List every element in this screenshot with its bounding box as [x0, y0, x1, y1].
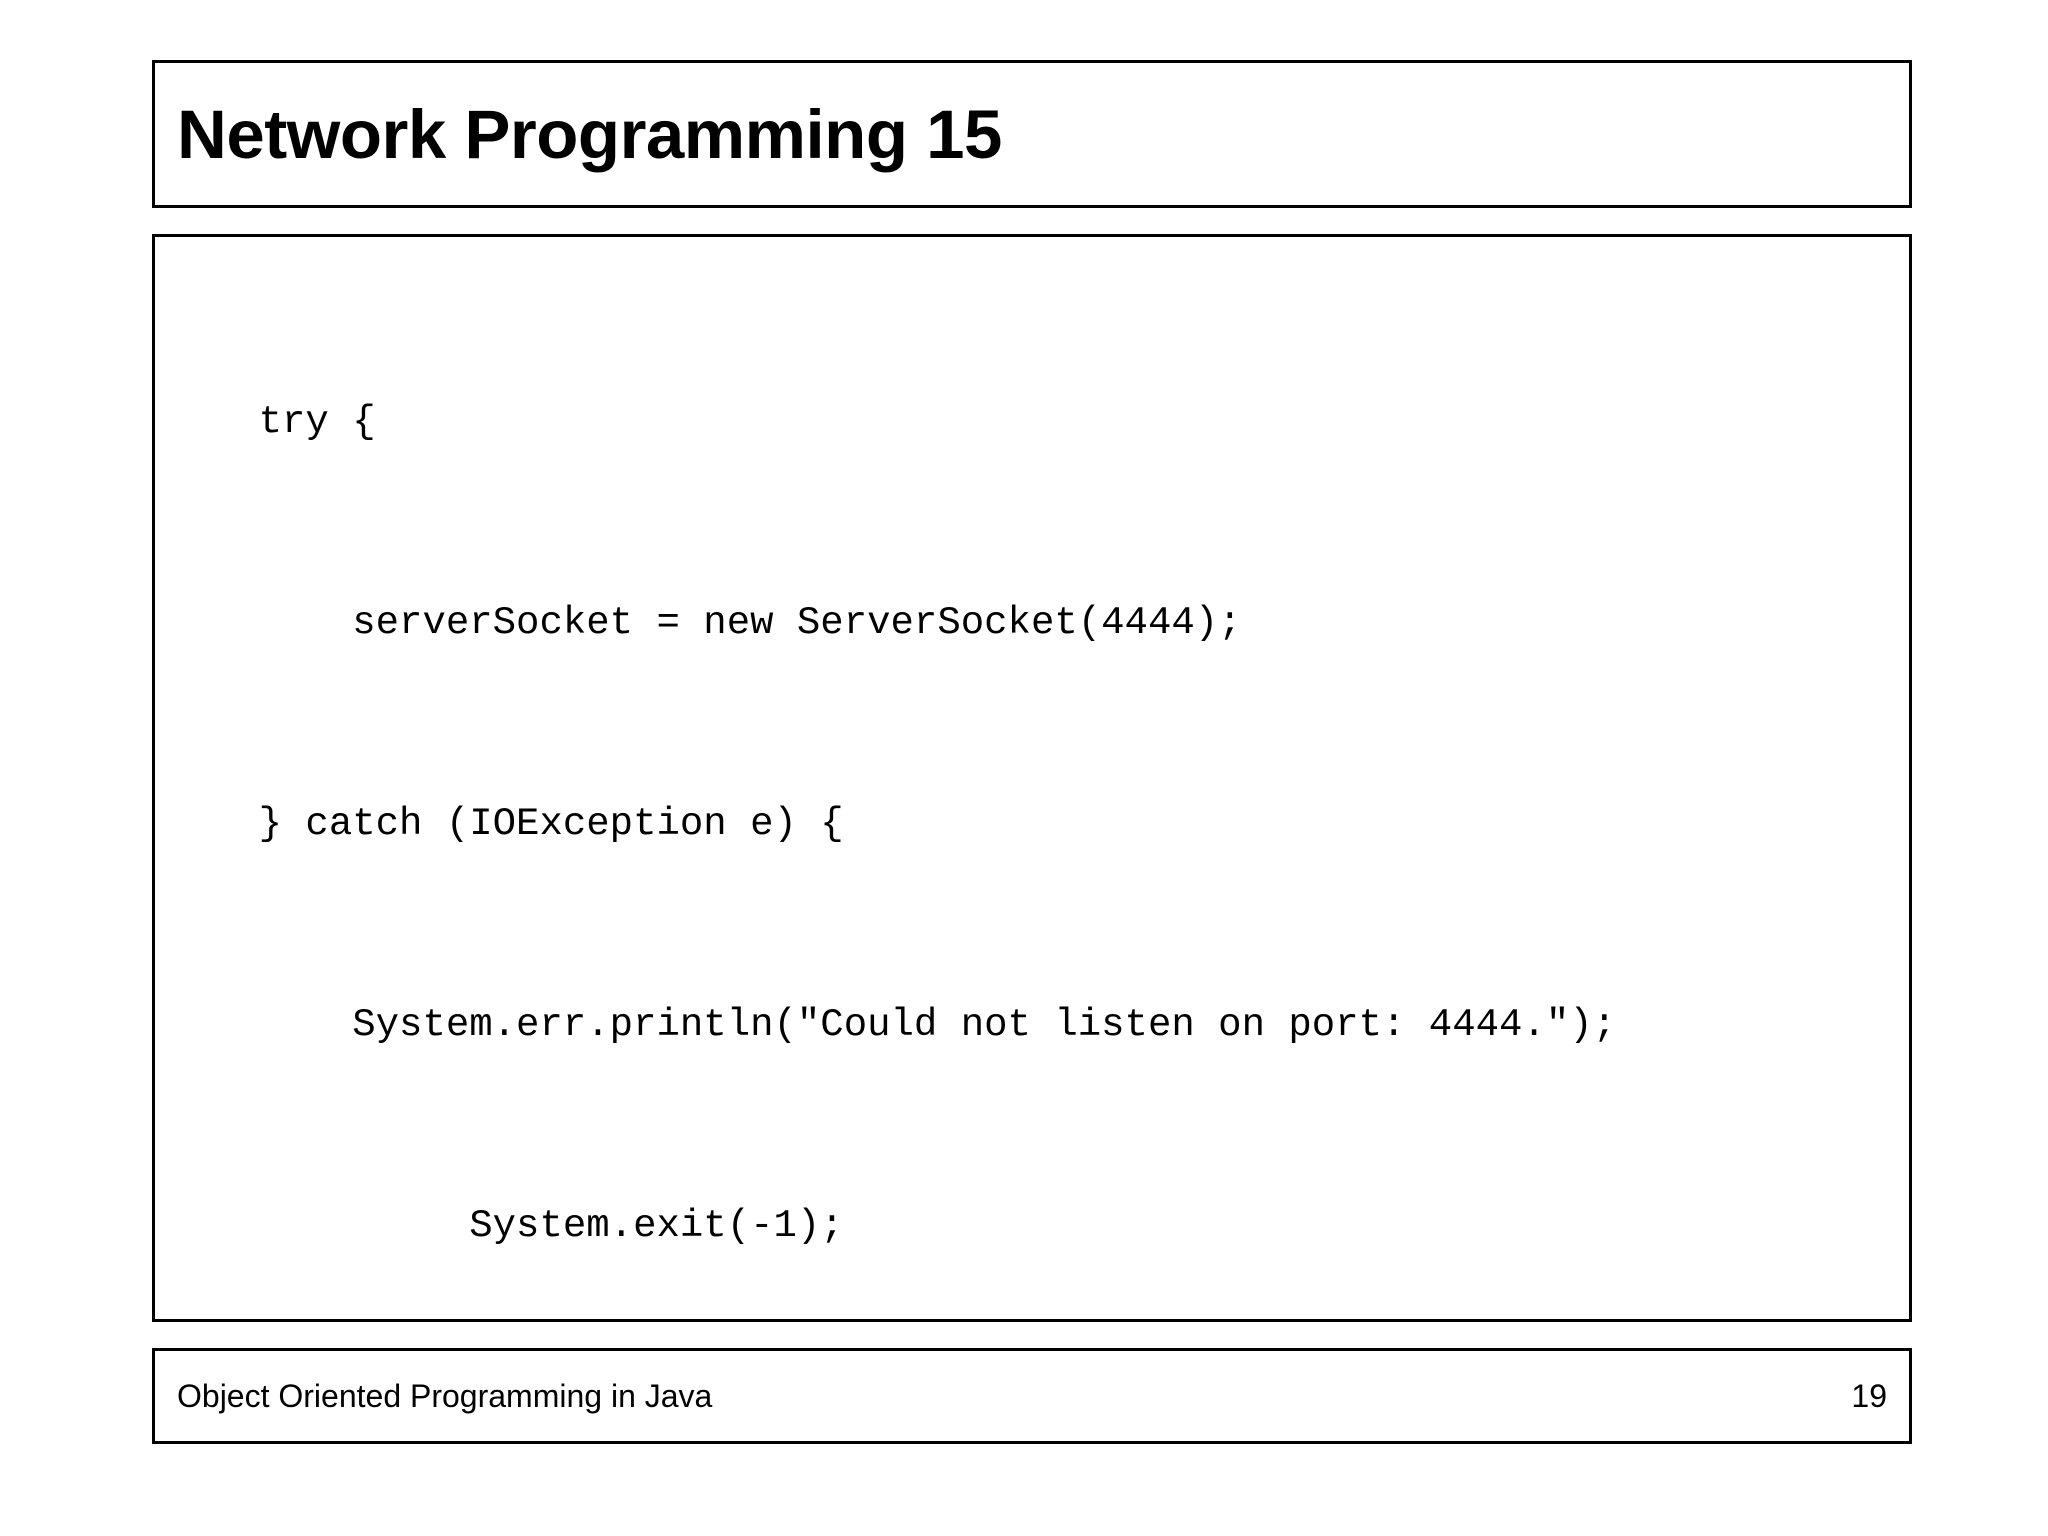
code-line: serverSocket = new ServerSocket(4444);	[165, 601, 1242, 645]
code-line: System.err.println("Could not listen on …	[165, 1003, 1617, 1047]
footer-course-label: Object Oriented Programming in Java	[177, 1377, 713, 1414]
code-line: } catch (IOException e) {	[165, 802, 844, 846]
title-box: Network Programming 15	[152, 60, 1912, 208]
code-block: try { serverSocket = new ServerSocket(44…	[152, 234, 1912, 1322]
page-number: 19	[1851, 1377, 1887, 1414]
page-title: Network Programming 15	[177, 95, 1002, 173]
code-line: System.exit(-1);	[165, 1204, 844, 1248]
code-line: try {	[165, 400, 376, 444]
code-listing: try { serverSocket = new ServerSocket(44…	[155, 255, 1909, 1319]
footer: Object Oriented Programming in Java 19	[152, 1348, 1912, 1444]
